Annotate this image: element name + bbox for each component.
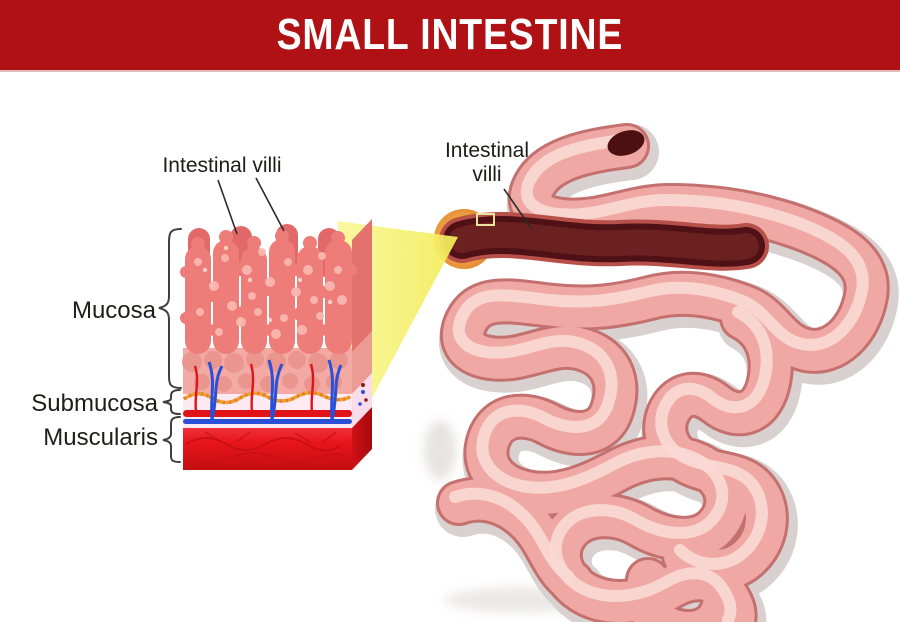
text-labels: Intestinal villi Mucosa Submucosa Muscul… [31, 139, 529, 451]
intestine-highlight [449, 134, 869, 622]
submucosa-layer [182, 391, 352, 428]
zoom-region-marker [476, 213, 495, 226]
pointer-lines [217, 177, 532, 235]
page-title: SMALL INTESTINE [276, 10, 624, 59]
vessels [193, 359, 343, 421]
villi-pointer-left-2 [255, 177, 285, 232]
villi-pointer-left-1 [217, 179, 238, 235]
opened-villi-section [439, 212, 769, 271]
mucosa-base [182, 348, 352, 396]
label-intestinal-villi-right-line1: Intestinal [445, 139, 529, 162]
label-mucosa: Mucosa [72, 297, 157, 324]
label-muscularis: Muscularis [43, 424, 158, 451]
label-intestinal-villi-right-line2: villi [472, 163, 501, 186]
tissue-block [180, 219, 372, 470]
label-submucosa: Submucosa [31, 390, 158, 417]
braces [158, 228, 182, 463]
header-banner: SMALL INTESTINE [0, 0, 900, 72]
muscularis-layer [183, 428, 352, 470]
mucosa-brace [158, 228, 182, 389]
muscularis-brace [162, 416, 181, 463]
submucosa-brace [162, 389, 181, 415]
villi-pointer-right [503, 188, 532, 229]
block-side-face [352, 219, 372, 470]
intestine-opening [607, 130, 645, 156]
intestine-illustration [424, 123, 899, 622]
villi [180, 229, 357, 354]
label-intestinal-villi-left: Intestinal villi [162, 154, 281, 177]
